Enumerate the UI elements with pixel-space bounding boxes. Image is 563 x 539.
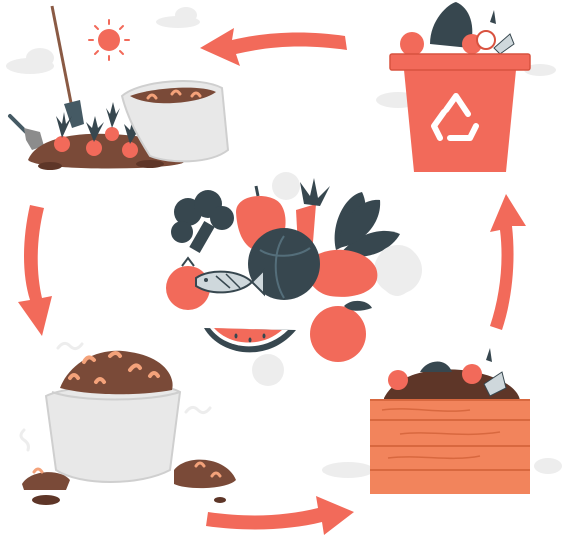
compost-sack-stage: [21, 343, 236, 505]
arrow-bottom: [206, 496, 354, 535]
arrow-left: [18, 205, 52, 336]
recycle-bin: [392, 56, 528, 172]
food-scraps-stage: [166, 172, 422, 386]
peach: [310, 306, 366, 362]
recycle-bin-stage: [376, 2, 556, 172]
broccoli: [171, 190, 234, 253]
bin-food-scraps: [400, 2, 514, 56]
garden-stage: [6, 6, 228, 170]
crate-food-scraps: [384, 348, 520, 402]
arrow-right: [490, 194, 526, 330]
watermelon-slice: [204, 328, 296, 352]
shovel: [52, 6, 84, 128]
arrow-top: [200, 28, 347, 66]
trowel: [10, 116, 44, 150]
sun-icon: [89, 20, 129, 60]
compost-crate-stage: [322, 348, 562, 494]
